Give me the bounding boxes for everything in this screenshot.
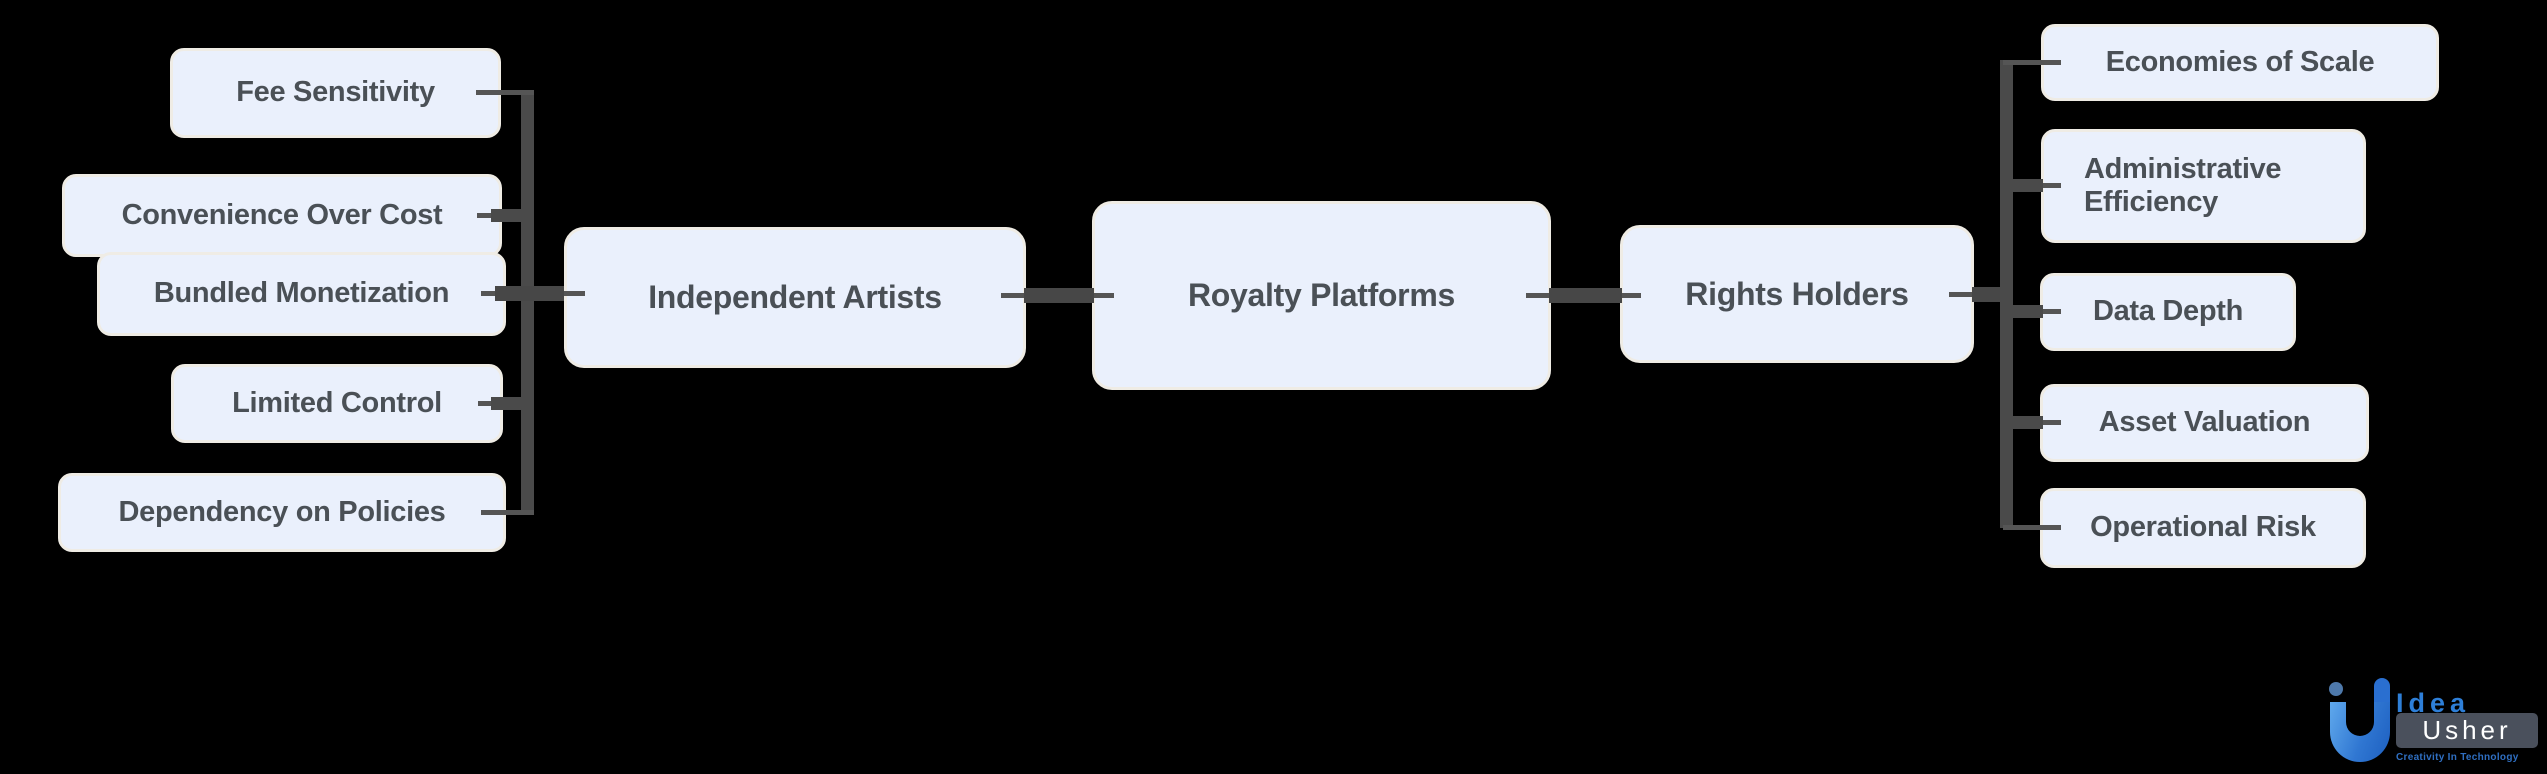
connector-stub-fee-sensitivity [476,90,534,95]
node-operational-risk: Operational Risk [2040,488,2366,568]
node-data-depth: Data Depth [2040,273,2296,351]
connector-joint-convenience [491,209,521,222]
connector-ia-rp-trunk [1024,288,1094,303]
logo-tagline: Creativity In Technology [2396,752,2519,763]
connector-joint-asset-valuation [2013,416,2043,429]
connector-left-spine [521,91,534,515]
logo-u-dot-icon [2329,682,2343,696]
node-independent-artists: Independent Artists [564,227,1026,368]
node-economies-of-scale: Economies of Scale [2041,24,2439,101]
connector-rh-spine-trunk [1972,287,2008,302]
logo-u-icon [2374,678,2390,708]
node-bundled-monetization: Bundled Monetization [97,252,506,336]
connector-joint-data-depth [2013,305,2043,318]
node-convenience-over-cost: Convenience Over Cost [62,174,502,257]
node-limited-control: Limited Control [171,364,503,443]
node-rights-holders: Rights Holders [1620,225,1974,363]
connector-trunk-left [495,286,564,301]
logo-brand-bottom: Usher [2396,713,2538,748]
connector-stub-operational-risk [2003,525,2061,530]
node-administrative-efficiency: Administrative Efficiency [2041,129,2366,243]
node-royalty-platforms: Royalty Platforms [1092,201,1551,390]
connector-joint-administrative [2013,179,2043,192]
connector-stub-economies [2003,60,2061,65]
logo-u-icon-cutout [2346,702,2374,736]
node-dependency-on-policies: Dependency on Policies [58,473,506,552]
node-fee-sensitivity: Fee Sensitivity [170,48,501,138]
node-asset-valuation: Asset Valuation [2040,384,2369,462]
connector-joint-limited-control [491,397,521,410]
connector-right-spine [2000,60,2013,528]
connector-stub-dependency [481,510,534,515]
connector-rp-rh-trunk [1549,288,1622,303]
